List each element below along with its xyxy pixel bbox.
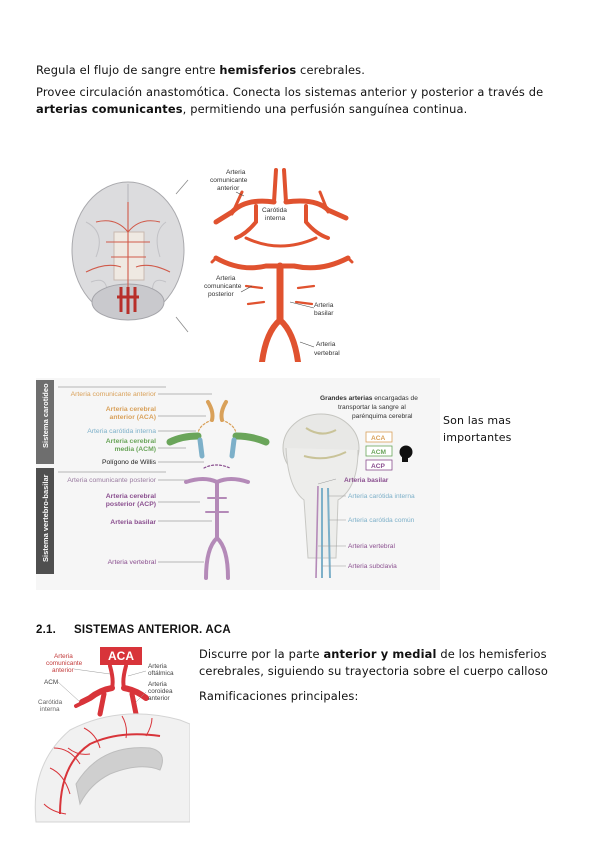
head-profile-icon (399, 445, 413, 462)
fig3-label-1c: anterior (52, 667, 75, 674)
systems-diagram-svg: Sistema carotídeo Sistema vertebro-basil… (36, 380, 418, 580)
brain-illustration (71, 179, 189, 333)
svg-text:Grandes arterias encargadas de: Grandes arterias encargadas de (320, 395, 418, 402)
right-carotid-int: Arteria carótida interna (348, 493, 415, 500)
willis-schematic (166, 400, 270, 580)
right-title-rest: encargadas de (372, 395, 418, 402)
fig3-label-acm: ACM (44, 679, 58, 686)
fig3-label-cor-3: anterior (148, 695, 171, 702)
side-note: Son las mas importantes (443, 414, 512, 444)
label-acp-1: Arteria cerebral (106, 493, 156, 500)
label-basilar-1: Arteria (314, 302, 334, 309)
label-comm-post-3: posterior (208, 291, 234, 298)
label-aca-2: anterior (ACA) (110, 414, 156, 421)
label-comm-post-2: comunicante (204, 283, 242, 290)
label-vertebral-1: Arteria (316, 341, 336, 348)
label-aca-1: Arteria cerebral (106, 406, 156, 413)
right-aca: ACA (371, 435, 386, 442)
right-acp: ACP (371, 463, 386, 470)
willis-circle-figure: Arteria comunicante anterior Carótida in… (71, 168, 354, 362)
aca-paragraph: Discurre por la parte anterior y medial … (199, 647, 548, 678)
section-heading: 2.1. SISTEMAS ANTERIOR. ACA (36, 624, 231, 636)
section-title: SISTEMAS ANTERIOR. ACA (74, 624, 231, 636)
head-illustration (282, 413, 393, 579)
fig3-label-cor-2: coroidea (148, 688, 173, 695)
label-comm-ant-3: anterior (217, 185, 240, 192)
fig3-label-oft-1: Arteria (148, 663, 167, 670)
fig3-label-1a: Arteria (54, 653, 73, 660)
label-aco-post: Arteria comunicante posterior (67, 477, 157, 484)
label-comm-ant-1: Arteria (226, 169, 246, 176)
fig3-label-1b: comunicante (46, 660, 83, 667)
right-title-3: parénquima cerebral (352, 413, 413, 420)
fig3-label-carotid-1: Carótida (38, 699, 63, 706)
aca-figure: ACA Arteria comunicante anterior ACM Car… (34, 647, 190, 823)
label-comm-ant-2: comunicante (210, 177, 248, 184)
right-basilar: Arteria basilar (344, 477, 389, 484)
label-acp-2: posterior (ACP) (106, 501, 156, 508)
label-vertebral: Arteria vertebral (108, 559, 157, 566)
fig3-label-cor-1: Arteria (148, 681, 167, 688)
right-vertebral: Arteria vertebral (348, 543, 395, 550)
label-basilar-2: basilar (314, 310, 334, 317)
label-comm-post-1: Arteria (216, 275, 236, 282)
label-acm-2: media (ACM) (114, 446, 156, 453)
label-willis: Polígono de Willis (102, 459, 157, 466)
fig3-label-carotid-2: interna (40, 706, 60, 713)
intro-paragraph: Regula el flujo de sangre entre hemisfer… (36, 63, 366, 77)
side-label-vertebrobasilar: Sistema vertebro-basilar (41, 474, 50, 562)
label-carotid-1: Carótida (262, 207, 287, 214)
right-title-bold: Grandes arterias (320, 395, 373, 402)
circulation-paragraph: Provee circulación anastomótica. Conecta… (36, 85, 544, 116)
artery-network (210, 168, 354, 362)
fig3-label-oft-2: oftálmica (148, 670, 174, 677)
label-aco-ant: Arteria comunicante anterior (71, 391, 157, 398)
medial-brain-illustration (34, 713, 190, 823)
right-subclavia: Arteria subclavia (348, 563, 397, 570)
systems-diagram (36, 378, 440, 590)
section-number: 2.1. (36, 624, 56, 636)
label-acm-1: Arteria cerebral (106, 438, 156, 445)
right-title-2: transportar la sangre al (338, 404, 406, 411)
right-carotid-com: Arteria carótida común (348, 517, 415, 524)
label-vertebral-2: vertebral (314, 350, 340, 357)
label-basilar: Arteria basilar (110, 519, 156, 526)
label-carotid-2: interna (265, 215, 285, 222)
side-label-carotid: Sistema carotídeo (41, 383, 50, 448)
label-carotid: Arteria carótida interna (87, 428, 156, 435)
right-acm: ACM (371, 449, 387, 456)
aca-badge: ACA (108, 649, 134, 663)
branches-heading: Ramificaciones principales: (199, 689, 359, 703)
